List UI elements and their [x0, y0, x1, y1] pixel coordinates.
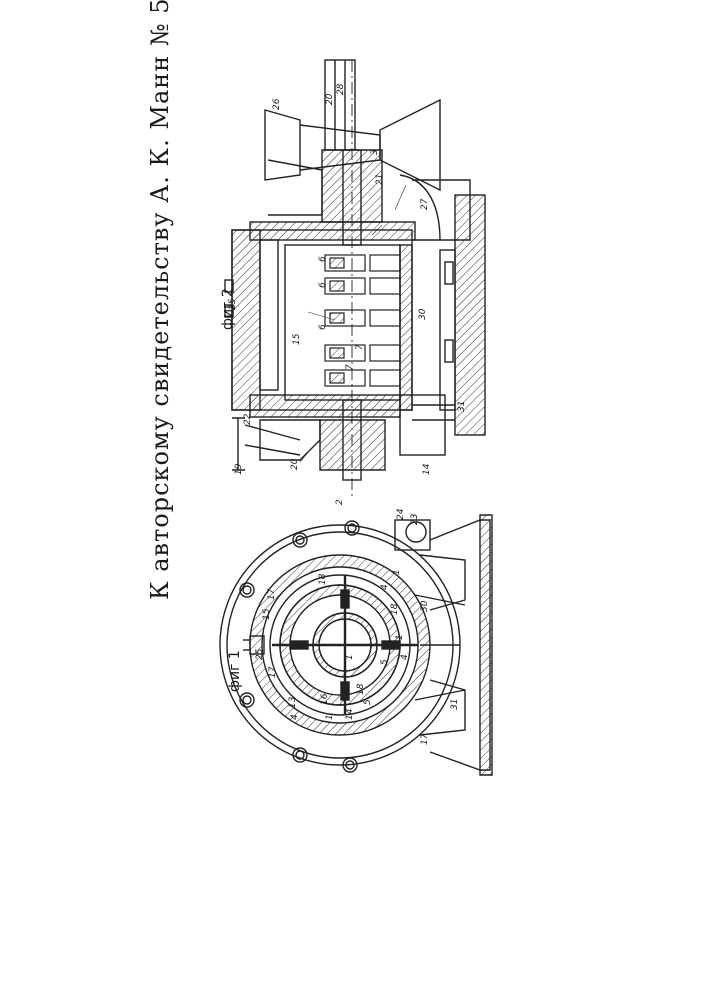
- ref-number: 27: [420, 199, 430, 210]
- ref-number: 14: [422, 464, 432, 475]
- ref-number: 1: [325, 714, 335, 720]
- ref-number: 6: [318, 282, 328, 288]
- ref-number: 18: [318, 574, 328, 585]
- ref-number: 17: [267, 589, 277, 600]
- ref-number: 20: [290, 459, 300, 470]
- ref-number: 21: [375, 174, 385, 185]
- ref-number: 4: [400, 654, 410, 660]
- ref-number: 23: [410, 514, 420, 525]
- ref-number: 25: [228, 299, 238, 310]
- ref-number: 17: [420, 734, 430, 745]
- ref-number: 20: [325, 94, 335, 105]
- ref-number: 16: [320, 694, 330, 705]
- fig1-label: фиг 1: [227, 650, 243, 692]
- ref-number: 18: [390, 604, 400, 615]
- ref-number: 14: [345, 709, 355, 720]
- ref-number: 31: [457, 401, 467, 412]
- ref-number: 26: [272, 99, 282, 110]
- ref-number: 3: [370, 149, 380, 155]
- ref-number: 5: [363, 699, 373, 705]
- ref-number: 15: [262, 609, 272, 620]
- ref-number: 30: [418, 309, 428, 320]
- figure-2-longitudinal-section: [225, 60, 485, 500]
- ref-number: 1: [345, 654, 355, 660]
- ref-number: 22: [243, 414, 253, 425]
- ref-number: 1: [392, 569, 402, 575]
- ref-number: 31: [450, 699, 460, 710]
- ref-number: 13: [288, 697, 298, 708]
- ref-number: 18: [356, 684, 366, 695]
- ref-number: 6: [318, 256, 328, 262]
- ref-number: 7: [355, 344, 365, 350]
- ref-number: 17: [268, 667, 278, 678]
- ref-number: 24: [396, 509, 406, 520]
- ref-number: 15: [292, 334, 302, 345]
- ref-number: 25: [255, 649, 265, 660]
- ref-number: 30: [420, 601, 430, 612]
- ref-number: 28: [336, 84, 346, 95]
- ref-number: 5: [380, 659, 390, 665]
- ref-number: 6: [318, 324, 328, 330]
- ref-number: 4: [380, 584, 390, 590]
- figure-1-cross-section: [220, 515, 492, 775]
- ref-number: 4: [290, 714, 300, 720]
- ref-number: 19: [234, 464, 244, 475]
- ref-number: 7: [345, 364, 355, 370]
- ref-number: 2: [335, 499, 345, 505]
- ref-number: 1: [395, 634, 405, 640]
